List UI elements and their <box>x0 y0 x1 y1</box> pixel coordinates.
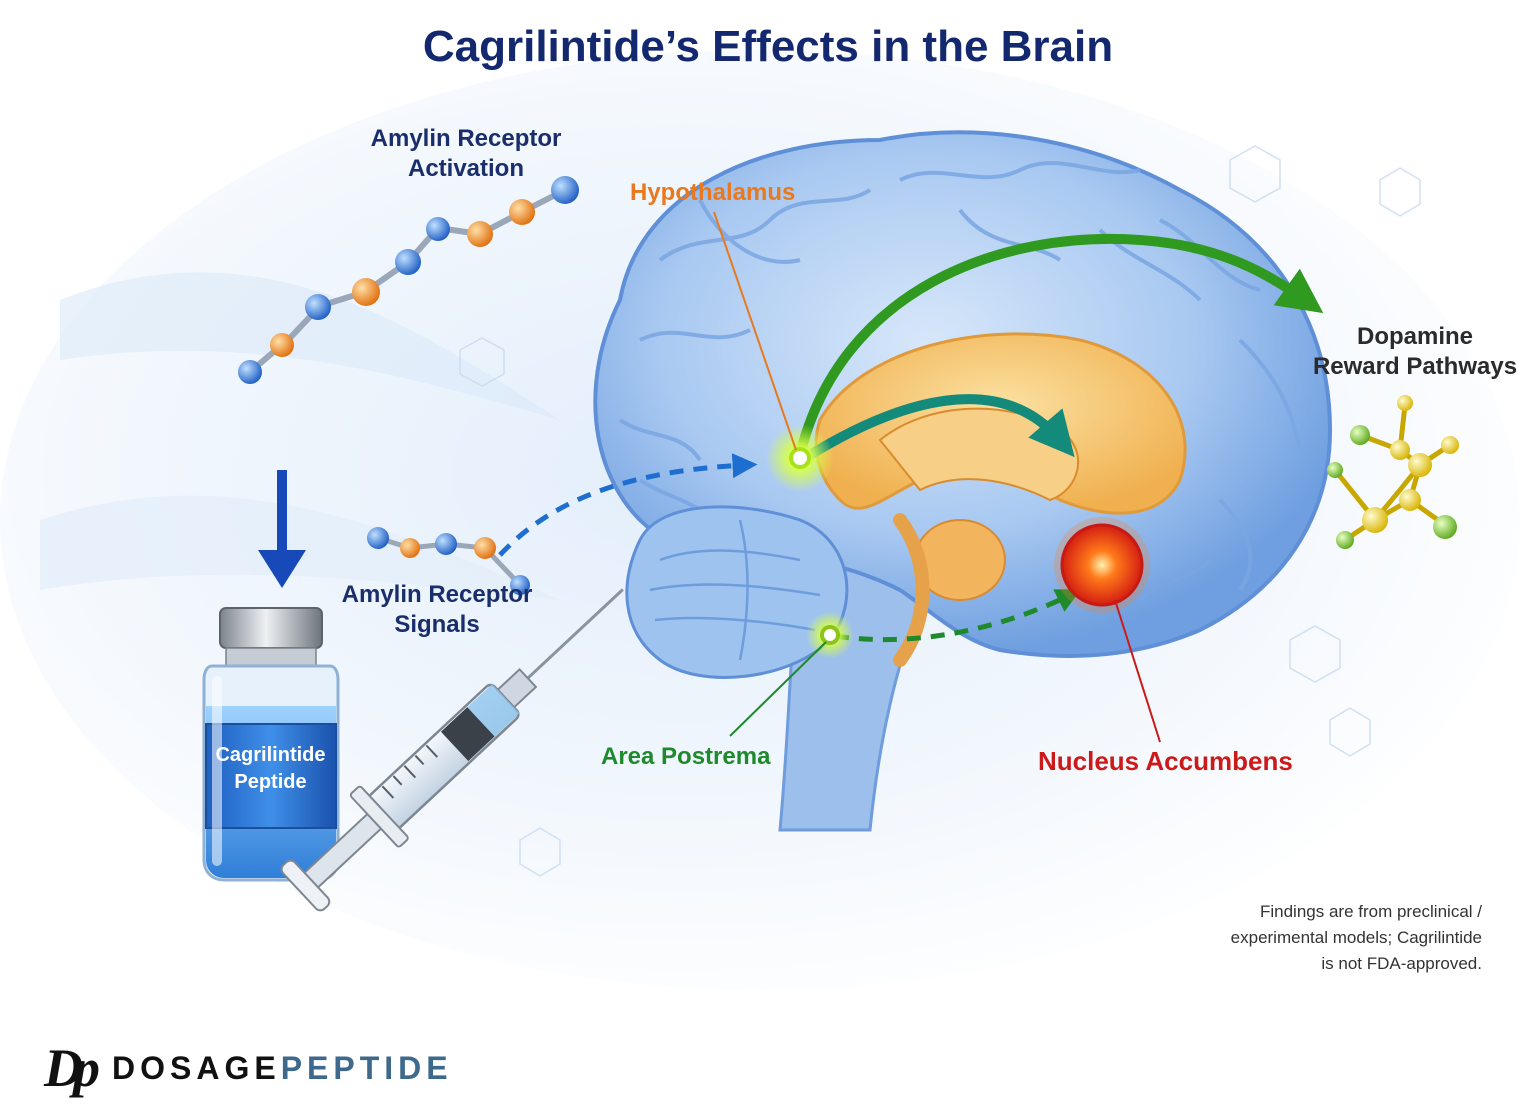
peptide-chain-icon <box>238 176 579 384</box>
vial-label-line1: Cagrilintide <box>215 744 326 766</box>
area-postrema-hotspot <box>806 611 854 659</box>
label-dopamine: Dopamine Reward Pathways <box>1310 322 1520 382</box>
brand-mark: Dp <box>44 1038 100 1098</box>
label-amylin-activation-line1: Amylin Receptor <box>370 125 562 152</box>
label-area-postrema: Area Postrema <box>601 743 771 770</box>
label-dopamine-line1: Dopamine <box>1356 323 1473 350</box>
brand-word-dark: DOSAGE <box>112 1049 281 1086</box>
green-arrow-dopamine <box>795 234 1324 457</box>
disclaimer: Findings are from preclinical / experime… <box>1182 899 1482 977</box>
hypothalamus-pointer <box>713 211 797 451</box>
label-hypothalamus: Hypothalamus <box>630 179 796 206</box>
label-amylin-signals-line2: Signals <box>394 611 480 638</box>
label-amylin-signals-line1: Amylin Receptor <box>341 581 533 608</box>
label-amylin-activation-line2: Activation <box>407 155 524 182</box>
nucleus-pointer <box>1114 599 1161 743</box>
dashed-arrow-to-hypothalamus <box>498 453 758 557</box>
label-nucleus-accumbens: Nucleus Accumbens <box>1038 746 1293 776</box>
area-postrema-pointer <box>729 641 827 737</box>
vial-label: Cagrilintide Peptide <box>213 742 328 796</box>
disclaimer-line2: experimental models; Cagrilintide <box>1230 928 1482 947</box>
down-arrow-icon <box>258 470 306 588</box>
disclaimer-line3: is not FDA-approved. <box>1321 954 1482 973</box>
teal-arrow-limbic <box>807 394 1075 460</box>
nucleus-accumbens-hotspot <box>1054 517 1150 613</box>
vial-icon <box>202 607 340 882</box>
label-amylin-activation: Amylin Receptor Activation <box>356 124 576 184</box>
label-dopamine-line2: Reward Pathways <box>1312 353 1518 380</box>
disclaimer-line1: Findings are from preclinical / <box>1259 902 1482 921</box>
brand-word-accent: PEPTIDE <box>280 1049 453 1086</box>
brand-logo: Dp DOSAGE PEPTIDE <box>44 1038 453 1098</box>
dashed-arrow-to-nucleus <box>834 589 1082 643</box>
syringe-icon <box>280 588 624 912</box>
hypothalamus-hotspot <box>766 424 834 492</box>
label-amylin-signals: Amylin Receptor Signals <box>332 580 542 640</box>
vial-label-line2: Peptide <box>234 771 307 793</box>
molecule-icon <box>1327 395 1459 549</box>
page-title: Cagrilintide’s Effects in the Brain <box>422 22 1114 71</box>
peptide-fragment-icon <box>367 527 530 595</box>
